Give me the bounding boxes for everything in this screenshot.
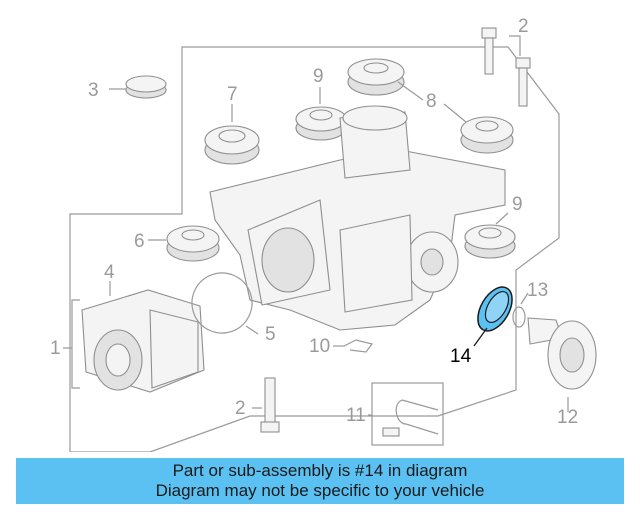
callout-7: 7 [227,84,238,105]
gasket-part-5[interactable] [184,265,260,341]
parts-diagram: 2 3 7 9 8 6 9 4 1 5 10 2 11 12 13 14 [50,16,597,452]
callout-13: 13 [527,280,548,301]
differential-carrier [209,105,506,331]
callout-10: 10 [309,336,330,357]
info-banner: Part or sub-assembly is #14 in diagram D… [16,458,624,504]
callout-8: 8 [426,91,437,112]
callout-4: 4 [104,262,115,283]
banner-line-1: Part or sub-assembly is #14 in diagram [172,461,468,480]
callout-9-top: 9 [313,66,324,87]
callout-1: 1 [50,338,61,359]
bolt-part-2-top[interactable] [481,27,531,107]
kit-part-11[interactable] [371,382,444,446]
callout-9-right: 9 [512,194,523,215]
callout-labels: 2 3 7 9 8 6 9 4 1 5 10 2 11 12 13 14 [50,16,578,428]
assembly-boundary [69,46,560,452]
callout-2-top: 2 [518,16,529,37]
callout-5: 5 [265,324,276,345]
ring-part-13[interactable] [512,306,526,328]
bolt-part-2-bottom[interactable] [260,377,280,433]
callout-14-highlighted: 14 [450,346,472,367]
banner-line-2: Diagram may not be specific to your vehi… [155,481,485,500]
callout-3: 3 [88,80,99,101]
mount-part-9-top[interactable] [295,106,347,141]
mount-part-9-right[interactable] [464,224,516,259]
mount-part-7[interactable] [204,125,260,165]
callout-11: 11 [346,405,366,426]
washer-part-3[interactable] [125,75,167,99]
mount-part-8[interactable] [347,58,514,154]
clip-part-10[interactable] [343,339,374,353]
callout-2-bottom: 2 [235,398,246,419]
leader-lines [63,35,569,416]
housing-part-4[interactable] [81,289,205,393]
mount-part-6[interactable] [166,225,220,262]
oil-seal-part-14-highlighted[interactable] [471,281,519,337]
flange-part-12[interactable] [527,317,597,390]
callout-12: 12 [557,407,578,428]
callout-6: 6 [134,231,145,252]
